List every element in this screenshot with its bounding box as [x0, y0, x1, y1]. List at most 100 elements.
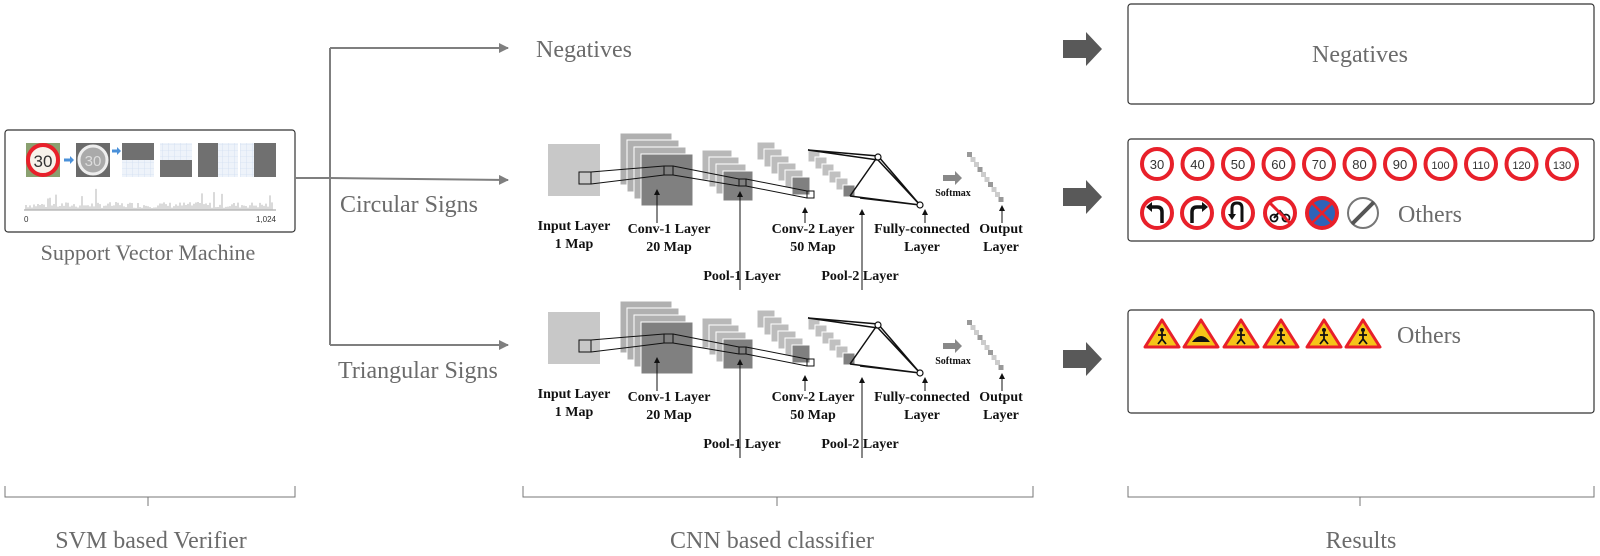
pool1-kernel-window [738, 178, 747, 187]
cnn-circular: Input Layer 1 Map Conv-1 Layer 20 MapPool-1… [538, 132, 1023, 290]
brace-results [1127, 486, 1595, 506]
result-arrow-triangular [1063, 342, 1102, 376]
pool1-layer-label: Pool-1 Layer [703, 269, 780, 284]
input-kernel-window [578, 171, 592, 185]
warning-sign-roadwork-icon [1305, 318, 1343, 349]
edge-image-bottom [160, 160, 192, 177]
input-layer-maps-label: 1 Map [555, 237, 594, 252]
result-arrow-circular [1063, 180, 1102, 214]
brace-cnn [522, 486, 1034, 506]
no-parking-sign-icon [1305, 196, 1339, 230]
section-label-cnn: CNN based classifier [670, 528, 874, 554]
speed-limit-sign-text: 70 [1312, 157, 1326, 172]
output-cell [984, 345, 990, 350]
fc-layer-label: Fully-connected [874, 222, 970, 237]
conv1-map [640, 153, 694, 207]
speed-limit-sign-text: 60 [1271, 157, 1285, 172]
no-left-turn-sign-icon [1140, 196, 1174, 230]
speed-limit-sign-text: 120 [1512, 160, 1530, 172]
pool1-layer-label: Pool-1 Layer [703, 437, 780, 452]
output-cell [988, 182, 993, 187]
no-right-turn-sign-icon [1180, 196, 1214, 230]
section-label-results: Results [1326, 528, 1397, 554]
input-map [548, 312, 600, 364]
output-layer-sublabel: Layer [983, 240, 1019, 255]
pool2-layer-label: Pool-2 Layer [821, 437, 898, 452]
circular-other-signs [1140, 196, 1379, 230]
fc-node [874, 321, 882, 329]
fc-layer-sublabel: Layer [904, 408, 940, 423]
speed-limit-sign-70: 70 [1302, 147, 1336, 181]
conv1-map [640, 321, 694, 375]
histogram-axis-end: 1,024 [256, 215, 277, 224]
result-arrows [1063, 32, 1102, 376]
grid-cell-3 [218, 143, 238, 177]
section-braces [4, 486, 1595, 506]
warning-sign-crossing-icon [1143, 318, 1181, 349]
results-triangular: Others [1127, 309, 1595, 414]
no-motorcycle-sign-icon [1263, 196, 1297, 230]
conv1-layer-maps-label: 20 Map [646, 240, 692, 255]
results-negatives-label: Negatives [1312, 42, 1408, 68]
warning-sign-children-icon [1262, 318, 1300, 349]
input-layer-maps-label: 1 Map [555, 405, 594, 420]
grid-cell-1 [122, 160, 154, 177]
result-arrow-negatives [1063, 32, 1102, 66]
output-cell [967, 320, 972, 325]
speed-limit-sign-50: 50 [1221, 147, 1255, 181]
output-cell [998, 365, 1004, 370]
speed-limit-sign-60: 60 [1261, 147, 1296, 181]
conv1-layer-label: Conv-1 Layer [628, 222, 711, 237]
input-kernel-window [578, 339, 592, 353]
conv2-layer-label: Conv-2 Layer [772, 222, 855, 237]
branch-label-triangular: Triangular Signs [338, 358, 498, 384]
output-cell [988, 350, 993, 355]
conv2-layer-maps-label: 50 Map [790, 408, 836, 423]
speed-limit-sign-text: 40 [1190, 157, 1204, 172]
output-cell [974, 162, 979, 167]
output-cell [974, 330, 979, 335]
branch-label-negatives: Negatives [536, 37, 632, 63]
input-layer-label: Input Layer [538, 387, 611, 402]
pool1-kernel-window [738, 346, 747, 355]
output-cell [991, 355, 997, 360]
circular-arrow [329, 174, 509, 185]
conv1-layer-label: Conv-1 Layer [628, 390, 711, 405]
warning-sign-speed-bump-icon [1182, 318, 1220, 349]
speed-limit-sign-130: 130 [1545, 147, 1579, 181]
speed-limit-sign-text: 130 [1553, 160, 1571, 172]
speed-limit-sign-120: 120 [1504, 147, 1539, 181]
speed-limit-sign-text: 100 [1431, 160, 1449, 172]
fc-layer-label: Fully-connected [874, 390, 970, 405]
output-cell [977, 335, 983, 340]
speed-limit-sign-text: 90 [1393, 157, 1407, 172]
input-layer-label: Input Layer [538, 219, 611, 234]
output-cell [995, 192, 1000, 197]
output-cell [995, 360, 1000, 365]
softmax-arrow [943, 339, 962, 353]
histogram-axis-start: 0 [24, 215, 29, 224]
pool2-layer-label: Pool-2 Layer [821, 269, 898, 284]
input-map [548, 144, 600, 196]
speed-limit-sign-text: 80 [1352, 157, 1366, 172]
output-cell [967, 152, 972, 157]
speed-limit-sign-text: 30 [1150, 157, 1164, 172]
fc-node [874, 153, 882, 161]
output-layer-label: Output [979, 222, 1023, 237]
brace-svm [4, 486, 296, 506]
softmax-arrow [943, 171, 962, 185]
edge-image-left [198, 143, 218, 177]
output-cell [991, 187, 997, 192]
svm-sample-sign-text: 30 [34, 152, 53, 171]
output-cell [984, 177, 990, 182]
warning-sign-pedestrian-2-icon [1344, 318, 1382, 349]
svm-title: Support Vector Machine [41, 240, 256, 265]
conv1-kernel-window [663, 333, 674, 344]
output-cell [970, 325, 976, 330]
conv2-layer-label: Conv-2 Layer [772, 390, 855, 405]
grid-cell-4 [240, 143, 254, 177]
results-triangular-others-label: Others [1397, 323, 1461, 349]
